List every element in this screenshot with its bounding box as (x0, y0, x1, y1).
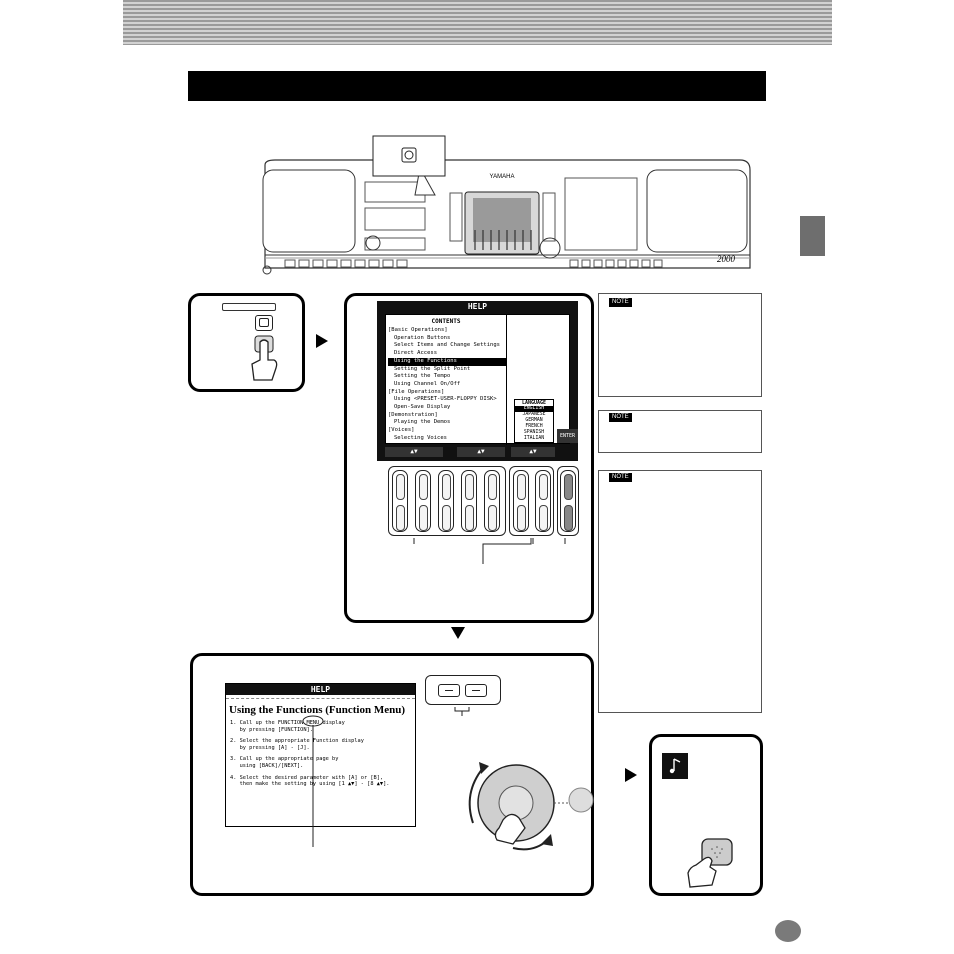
section-title-bar (188, 71, 766, 101)
contents-item[interactable]: [File Operations] (388, 388, 445, 395)
right-arrow (316, 334, 328, 348)
help-button-box (188, 293, 305, 392)
lcd-nav-bar: ▲▼ ▲▼ ▲▼ (385, 446, 570, 459)
slider-6[interactable] (513, 470, 529, 532)
music-note-icon (662, 753, 688, 779)
language-option[interactable]: FRENCH (525, 424, 543, 429)
language-option[interactable]: SPANISH (523, 430, 545, 435)
help-step: 3. Call up the appropriate page by using… (230, 756, 339, 769)
panel-model: 2000 (717, 254, 736, 264)
nav-button-2[interactable]: ▲▼ (457, 447, 505, 457)
data-dial[interactable] (453, 748, 598, 858)
enter-button[interactable]: ENTER (557, 429, 578, 443)
slider-5[interactable] (484, 470, 500, 532)
panel-logo: YAMAHA (490, 174, 515, 180)
contents-item[interactable]: Using <PRESET-USER-FLOPPY DISK> (394, 396, 497, 403)
detail-heading: Using the Functions (Function Menu) (229, 704, 406, 716)
help-lcd-screen: HELP CONTENTS [Basic Operations]Operatio… (377, 301, 578, 461)
exit-box (649, 734, 763, 896)
help-detail-screen: HELP Using the Functions (Function Menu)… (225, 683, 416, 827)
help-step: 1. Call up the FUNCTION MENU display by … (230, 720, 345, 733)
keyboard-panel-illustration: YAMAHA 2000 (262, 135, 751, 275)
contents-item[interactable]: Setting the Split Point (394, 365, 471, 372)
lcd-title: HELP (467, 302, 488, 311)
note-header-2: NOTE (609, 413, 632, 422)
contents-item[interactable]: Select Items and Change Settings (394, 342, 500, 349)
detail-title: HELP (226, 684, 415, 695)
note-box-1: NOTE (598, 293, 762, 397)
contents-item[interactable]: Open-Save Display (394, 404, 451, 411)
contents-item[interactable]: [Demonstration] (388, 411, 438, 418)
pressing-hand-icon (251, 335, 278, 381)
contents-item[interactable]: Setting the Tempo (394, 373, 451, 380)
language-label: LANGUAGE (521, 400, 547, 406)
chapter-side-tab (800, 216, 825, 256)
nav-button-3[interactable]: ▲▼ (511, 447, 555, 457)
note-header-1: NOTE (609, 298, 632, 307)
exit-button-press-icon[interactable] (682, 835, 742, 890)
back-next-group (425, 675, 501, 705)
slider-8[interactable] (560, 470, 576, 532)
note-box-2: NOTE (598, 410, 762, 453)
header-stripe-bar (123, 0, 832, 45)
function-menu-box: HELP Using the Functions (Function Menu)… (190, 653, 594, 896)
slider-4[interactable] (461, 470, 477, 532)
slider-1[interactable] (392, 470, 408, 532)
contents-item[interactable]: Playing the Demos (394, 419, 451, 426)
contents-item[interactable]: Using the Functions (388, 357, 506, 366)
lcd-content-area: CONTENTS [Basic Operations]Operation But… (385, 314, 570, 445)
nav-button-1[interactable]: ▲▼ (385, 447, 443, 457)
note-header-3: NOTE (609, 473, 632, 482)
help-step: 2. Select the appropriate Function displ… (230, 738, 364, 751)
help-button[interactable] (255, 315, 273, 331)
language-option[interactable]: GERMAN (525, 418, 543, 423)
page-number-marker (775, 920, 801, 942)
callout-lines (413, 538, 566, 564)
slider-3[interactable] (438, 470, 454, 532)
contents-item[interactable]: Selecting Voices (394, 434, 447, 441)
detail-steps: 1. Call up the FUNCTION MENU display by … (226, 720, 415, 788)
language-option[interactable]: ENGLISH (515, 406, 553, 412)
contents-item[interactable]: Direct Access (394, 350, 438, 357)
note-box-3: NOTE (598, 470, 762, 713)
contents-item[interactable]: [Voices] (388, 427, 415, 434)
slider-7[interactable] (535, 470, 551, 532)
down-arrow (451, 627, 465, 639)
next-button[interactable] (465, 684, 487, 697)
slider-2[interactable] (415, 470, 431, 532)
language-option[interactable]: ITALIAN (523, 436, 545, 441)
help-contents-box: HELP CONTENTS [Basic Operations]Operatio… (344, 293, 594, 623)
help-step: 4. Select the desired parameter with [A]… (230, 774, 390, 788)
contents-item[interactable]: [Basic Operations] (388, 327, 448, 333)
right-arrow-2 (625, 768, 637, 782)
contents-header: CONTENTS (431, 318, 461, 325)
slider-group (388, 466, 592, 538)
contents-item[interactable]: Using Channel On/Off (394, 380, 461, 387)
back-button[interactable] (438, 684, 460, 697)
callout-line-function-menu (302, 715, 324, 847)
language-option[interactable]: JAPANESE (522, 412, 546, 417)
contents-item[interactable]: Operation Buttons (394, 334, 451, 341)
